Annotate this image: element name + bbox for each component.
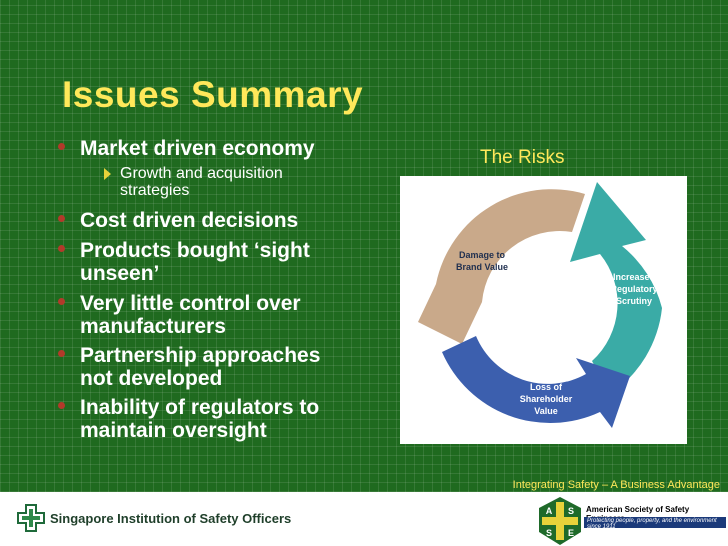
risk-label-shareholder-3: Value: [534, 406, 558, 416]
risk-label-brand-value-2: Brand Value: [456, 262, 508, 272]
risks-diagram-panel: Damage to Brand Value Increased Regulato…: [400, 176, 687, 444]
bullet-text: Very little control over manufacturers: [80, 292, 301, 338]
asse-tagline-bar: [584, 517, 726, 528]
bullet-cost-driven: Cost driven decisions: [58, 209, 358, 232]
slide: Issues Summary Market driven economy Gro…: [0, 0, 728, 492]
bullet-marker: [58, 143, 65, 150]
risk-label-shareholder-1: Loss of: [530, 382, 563, 392]
bullet-regulators: Inability of regulators to maintain over…: [58, 396, 358, 442]
risk-label-shareholder-2: Shareholder: [520, 394, 573, 404]
asse-letter-s1: S: [568, 506, 574, 516]
risk-label-regulatory-3: Scrutiny: [616, 296, 652, 306]
bullet-marker: [58, 402, 65, 409]
asse-logo-icon: A S S E: [539, 497, 581, 545]
bullet-text: Cost driven decisions: [80, 209, 299, 232]
bullet-market-driven: Market driven economy: [58, 137, 358, 160]
risk-arc-brand-value: [418, 189, 585, 344]
bullet-text: Market driven economy: [80, 137, 315, 160]
risk-label-regulatory-2: Regulatory: [610, 284, 657, 294]
bullet-marker: [58, 298, 65, 305]
risks-cycle-diagram: Damage to Brand Value Increased Regulato…: [418, 182, 662, 428]
asse-tagline: Protecting people, property, and the env…: [587, 518, 717, 530]
bullet-marker: [58, 245, 65, 252]
risk-label-brand-value-1: Damage to: [459, 250, 506, 260]
bullet-partnership: Partnership approaches not developed: [58, 344, 358, 390]
siso-name: Singapore Institution of Safety Officers: [50, 511, 292, 526]
risk-arc-regulatory: [570, 182, 662, 394]
risk-label-regulatory-1: Increased: [613, 272, 655, 282]
sub-bullet-arrow-icon: [104, 168, 111, 180]
siso-cross-logo-icon: [17, 504, 45, 532]
risk-arc-shareholder: [442, 336, 630, 428]
bullet-text: Inability of regulators to maintain over…: [80, 396, 320, 442]
asse-letter-a: A: [546, 506, 553, 516]
bullet-marker: [58, 350, 65, 357]
sub-bullet-growth: Growth and acquisition strategies: [104, 165, 344, 199]
asse-letter-e: E: [568, 528, 574, 538]
bullet-text: Partnership approaches not developed: [80, 344, 321, 390]
bullet-sight-unseen: Products bought ‘sight unseen’: [58, 239, 358, 285]
bullet-marker: [58, 215, 65, 222]
tagline: Integrating Safety – A Business Advantag…: [512, 479, 720, 491]
asse-letter-s2: S: [546, 528, 552, 538]
risks-title: The Risks: [480, 147, 565, 168]
bullet-control: Very little control over manufacturers: [58, 292, 358, 338]
sub-bullet-text: Growth and acquisition strategies: [120, 165, 283, 199]
bullet-text: Products bought ‘sight unseen’: [80, 239, 310, 285]
slide-title: Issues Summary: [62, 74, 364, 115]
